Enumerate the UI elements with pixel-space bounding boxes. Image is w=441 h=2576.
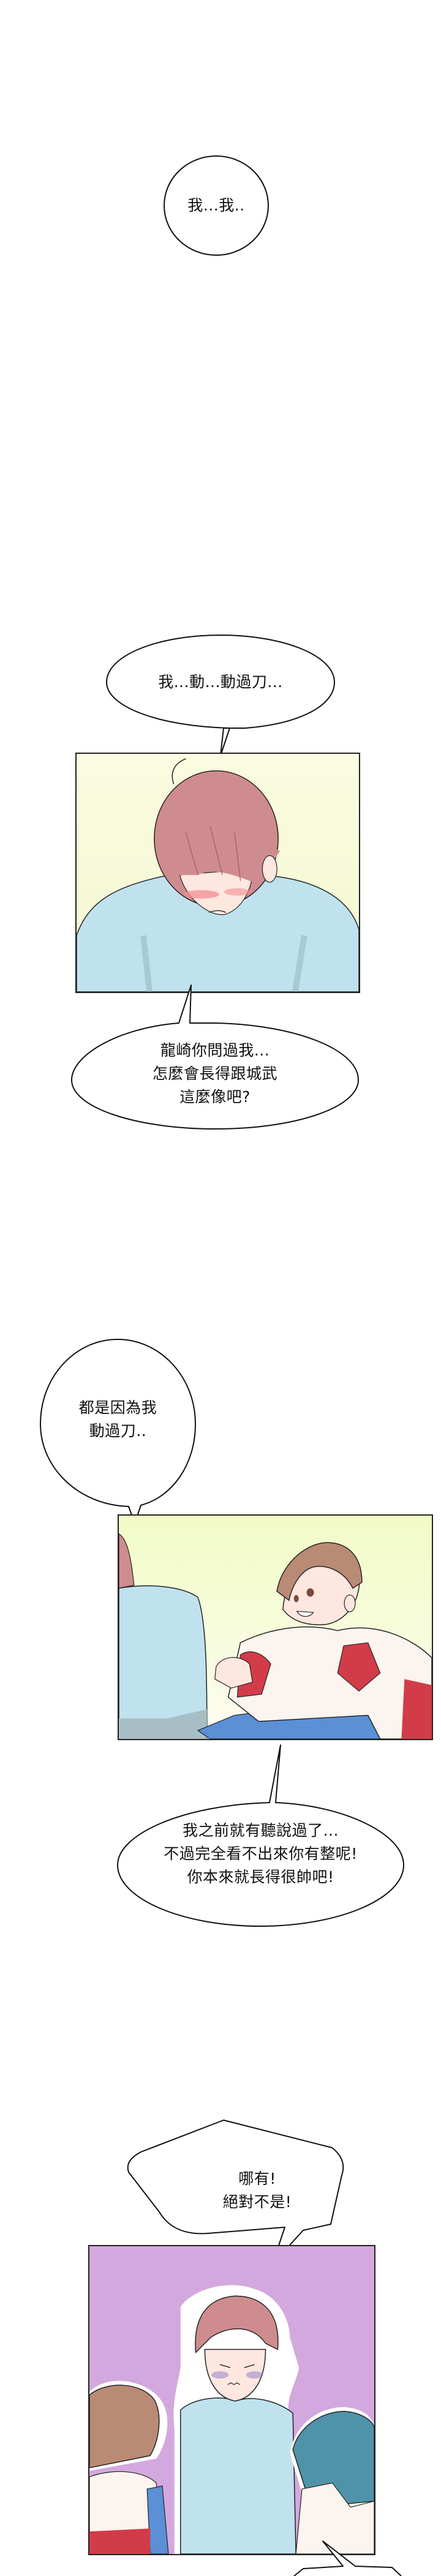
bubble-3-text: 龍崎你問過我... 怎麼會長得跟城武 這麼像吧? [69, 1034, 361, 1114]
bubble-line: 動過刀.. [89, 1422, 147, 1440]
bubble-line: 龍崎你問過我... [160, 1041, 270, 1059]
speech-bubble-1 [164, 155, 269, 256]
speech-bubble-7-partial [293, 2541, 402, 2576]
bubble-line: 怎麼會長得跟城武 [152, 1065, 277, 1082]
comic-panel-2 [118, 1514, 433, 1740]
bubble-line: 不過完全看不出來你有整呢! [164, 1845, 358, 1863]
bubble-line: 我...動...動過刀... [158, 673, 283, 691]
comic-panel-1 [75, 753, 360, 993]
bubble-6-text: 哪有! 絕對不是! [202, 2163, 312, 2218]
speech-bubble-2 [106, 635, 335, 756]
bubble-line: 都是因為我 [78, 1399, 157, 1416]
bubble-1-text: 我...我.. [160, 153, 272, 258]
speech-bubble-4 [40, 1339, 196, 1524]
speech-bubble-3 [71, 985, 359, 1130]
bubble-2-text: 我...動...動過刀... [104, 661, 337, 704]
bubble-4-text: 都是因為我 動過刀.. [37, 1389, 199, 1450]
speech-bubble-6 [127, 2120, 344, 2265]
bubble-line: 你本來就長得很帥吧! [187, 1868, 334, 1886]
panel-3-art [89, 2285, 374, 2554]
panel-2-art [119, 1533, 432, 1739]
bubble-line: 我...我.. [187, 196, 245, 214]
comic-panel-3 [88, 2245, 375, 2555]
panel-1-art [77, 758, 359, 992]
bubble-line: 這麼像吧? [179, 1088, 251, 1106]
bubble-line: 哪有! [238, 2170, 276, 2187]
bubble-line: 絕對不是! [222, 2193, 292, 2211]
bubble-5-text: 我之前就有聽說過了... 不過完全看不出來你有整呢! 你本來就長得很帥吧! [115, 1814, 406, 1894]
speech-bubble-5 [117, 1744, 404, 1927]
bubble-line: 我之前就有聽說過了... [183, 1822, 339, 1839]
